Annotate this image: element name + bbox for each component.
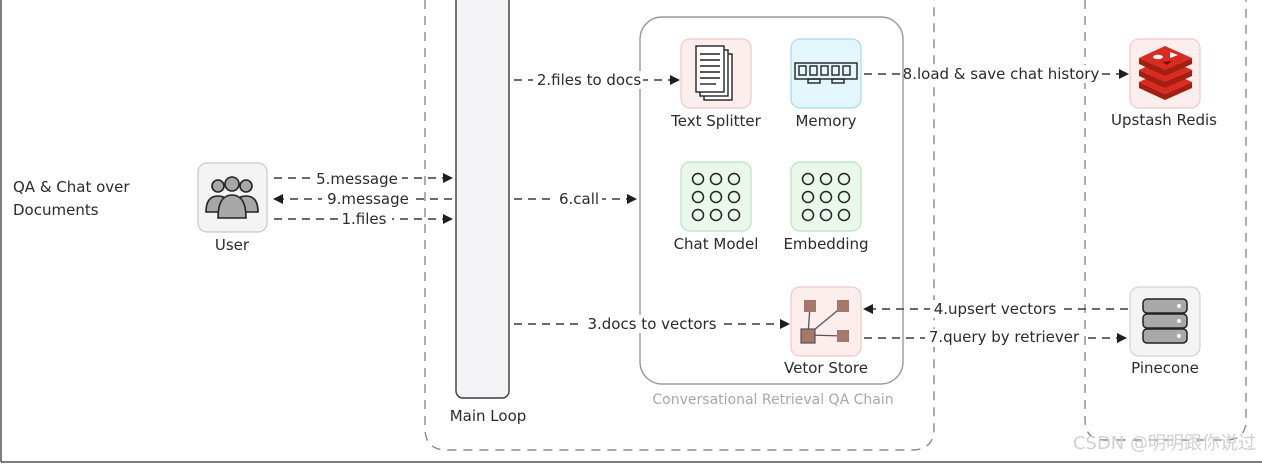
main-dashed-region	[424, 0, 935, 451]
memory-node	[790, 38, 862, 109]
edge-label-bg	[556, 190, 602, 208]
chat-model-label: Chat Model	[674, 235, 759, 253]
watermark-text: CSDN @明明跟你说过	[1073, 433, 1256, 454]
edge-label-bg	[312, 169, 402, 187]
edge-label-upsert-vectors: 4.upsert vectors	[934, 300, 1057, 318]
main-loop-label: Main Loop	[450, 407, 527, 425]
edge-label-message-9: 9.message	[327, 190, 409, 208]
neural-grid-icon	[801, 172, 851, 222]
upstash-redis-node	[1129, 38, 1201, 109]
pinecone-node	[1129, 286, 1201, 357]
edge-label-files-1: 1.files	[342, 210, 387, 228]
main-loop-bar	[455, 0, 510, 399]
redis-icon	[1139, 46, 1192, 100]
vector-store-label: Vetor Store	[784, 359, 868, 377]
text-splitter-label: Text Splitter	[670, 112, 761, 130]
edge-label-call-6: 6.call	[559, 190, 599, 208]
edge-label-bg	[338, 210, 392, 228]
edge-label-bg	[322, 190, 414, 208]
embedding-label: Embedding	[783, 235, 868, 253]
edge-label-bg	[533, 71, 643, 89]
pinecone-label: Pinecone	[1131, 359, 1199, 377]
memory-chip-icon	[794, 62, 858, 84]
edge-label-message-5: 5.message	[316, 170, 398, 188]
diagram-title-line1: QA & Chat over	[13, 178, 130, 196]
external-dashed-region	[1084, 0, 1247, 441]
upstash-redis-label: Upstash Redis	[1111, 111, 1217, 129]
edge-label-load-save-history: 8.load & save chat history	[903, 65, 1100, 83]
edge-label-files-to-docs: 2.files to docs	[537, 71, 642, 89]
chat-model-node	[680, 161, 752, 232]
edge-label-bg	[906, 65, 1096, 83]
neural-grid-icon	[691, 172, 741, 222]
edge-label-bg	[925, 329, 1083, 347]
edge-label-bg	[930, 300, 1060, 318]
qa-chain-box	[639, 16, 904, 385]
users-icon	[205, 176, 259, 219]
vector-graph-icon	[800, 300, 849, 344]
text-splitter-node	[680, 38, 752, 109]
diagram-title-line2: Documents	[13, 201, 99, 219]
qa-chain-label: Conversational Retrieval QA Chain	[652, 392, 893, 408]
edge-label-docs-to-vectors: 3.docs to vectors	[587, 315, 716, 333]
vector-store-node	[790, 286, 862, 357]
edge-label-query-by-retriever: 7.query by retriever	[929, 328, 1080, 346]
document-stack-icon	[695, 45, 733, 101]
database-icon	[1142, 298, 1188, 344]
embedding-node	[790, 161, 862, 232]
user-label: User	[215, 236, 250, 254]
memory-label: Memory	[795, 112, 856, 130]
edge-label-bg	[584, 315, 720, 333]
user-node	[197, 162, 268, 233]
